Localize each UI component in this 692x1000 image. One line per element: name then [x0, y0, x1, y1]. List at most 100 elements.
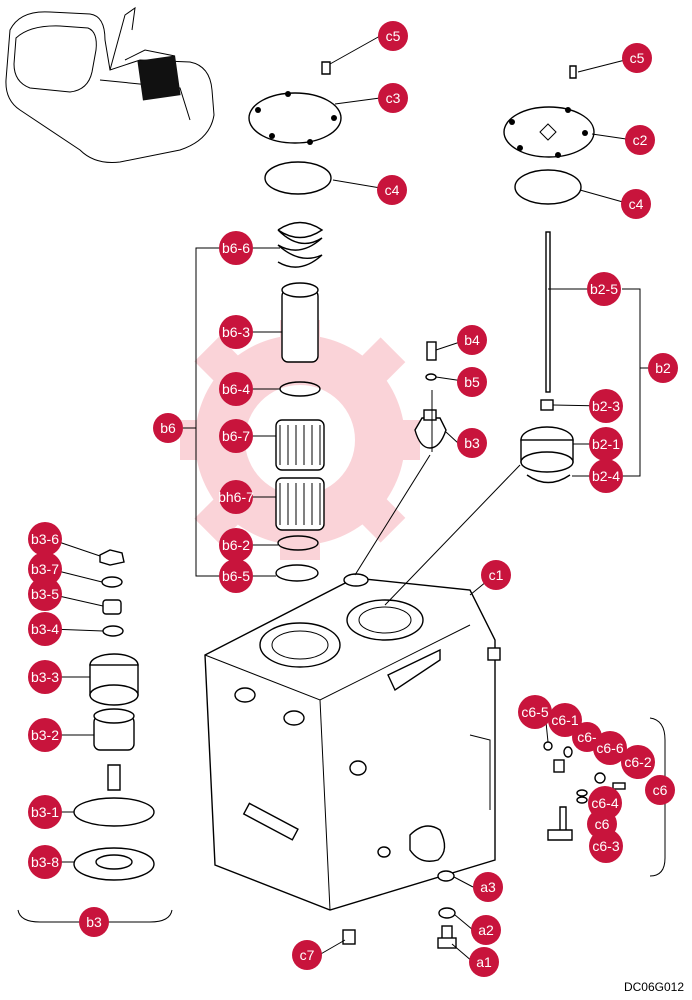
callout-c6-2: c6-2 — [621, 745, 655, 779]
callout-label: c6 — [595, 816, 610, 832]
callout-badge — [28, 845, 62, 879]
callout-b3-6: b3-6 — [28, 522, 62, 556]
callout-label: c5 — [386, 28, 401, 44]
callout-label: b6-4 — [222, 381, 250, 397]
callout-label: c3 — [386, 90, 401, 106]
callout-label: b3-8 — [31, 854, 59, 870]
callout-a2: a2 — [471, 915, 501, 945]
callout-badge — [589, 829, 623, 863]
callout-badge — [28, 552, 62, 586]
callout-b6-2: b6-2 — [219, 528, 253, 562]
callout-b2-5: b2-5 — [587, 272, 621, 306]
callout-c2: c2 — [625, 125, 655, 155]
callout-label: c6- — [577, 729, 597, 745]
callout-badge — [219, 372, 253, 406]
callout-label: b6-5 — [222, 568, 250, 584]
callout-badge — [648, 353, 678, 383]
cover-left — [248, 61, 342, 195]
callout-c6-5: c6-5 — [518, 695, 552, 729]
callout-label: b3-3 — [31, 669, 59, 685]
callout-label: b3-4 — [31, 621, 59, 637]
callout-badge — [471, 915, 501, 945]
callout-group: c5 c3 c4 c5 c2 c4 b6-6 b6-3 b6-4 b6 b6-7 bh6-7 b6-2 b… — [28, 21, 678, 977]
callout-badge — [593, 731, 627, 765]
callout-label: c1 — [489, 567, 504, 583]
callout-label: c6-1 — [551, 712, 578, 728]
callout-label: c6-5 — [521, 704, 548, 720]
callout-c6-3: c6-3 — [589, 829, 623, 863]
callout-badge — [457, 325, 487, 355]
callout-b3-group: b3 — [79, 907, 109, 937]
callout-b3-top: b3 — [457, 428, 487, 458]
callout-badge — [28, 718, 62, 752]
callout-badge — [518, 695, 552, 729]
callout-label: c6-3 — [592, 838, 619, 854]
callout-label: c2 — [633, 132, 648, 148]
callout-badge — [28, 795, 62, 829]
callout-label: b2-1 — [592, 436, 620, 452]
callout-c4-a: c4 — [377, 175, 407, 205]
callout-b3-5: b3-5 — [28, 577, 62, 611]
callout-b6-4: b6-4 — [219, 372, 253, 406]
callout-label: b2-4 — [592, 468, 620, 484]
fittings-c6 — [543, 717, 666, 877]
callout-badge — [219, 528, 253, 562]
callout-badge — [28, 577, 62, 611]
callout-b4: b4 — [457, 325, 487, 355]
callout-badge — [625, 125, 655, 155]
callout-c5-a: c5 — [378, 21, 408, 51]
callout-b5: b5 — [457, 367, 487, 397]
callout-badge — [79, 907, 109, 937]
callout-label: c6-2 — [624, 754, 651, 770]
callout-badge — [378, 21, 408, 51]
callout-b3-3: b3-3 — [28, 660, 62, 694]
callout-label: b2 — [655, 360, 671, 376]
callout-badge — [377, 175, 407, 205]
callout-label: b3 — [86, 914, 102, 930]
callout-b3-7: b3-7 — [28, 552, 62, 586]
callout-label: b2-5 — [590, 281, 618, 297]
hydraulic-tank-c1 — [204, 573, 501, 911]
callout-label: b3-5 — [31, 586, 59, 602]
callout-label: b5 — [464, 374, 480, 390]
callout-b3-8: b3-8 — [28, 845, 62, 879]
valve-b3 — [414, 341, 447, 449]
callout-badge — [153, 413, 183, 443]
callout-label: c5 — [630, 50, 645, 66]
callout-badge — [457, 367, 487, 397]
filter-assembly-b2 — [520, 231, 574, 484]
callout-label: b6-3 — [222, 324, 250, 340]
callout-c3: c3 — [378, 83, 408, 113]
callout-badge — [219, 419, 253, 453]
callout-label: b6-6 — [222, 240, 250, 256]
callout-a3: a3 — [473, 872, 503, 902]
callout-label: bh6-7 — [218, 489, 254, 505]
callout-badge — [219, 315, 253, 349]
callout-b6: b6 — [153, 413, 183, 443]
callout-badge — [219, 231, 253, 265]
callout-badge — [469, 947, 499, 977]
callout-badge — [457, 428, 487, 458]
callout-b2-1: b2-1 — [589, 427, 623, 461]
callout-c4-b: c4 — [621, 189, 651, 219]
callout-b6-7: b6-7 — [219, 419, 253, 453]
callout-badge — [589, 427, 623, 461]
callout-badge — [548, 703, 582, 737]
cover-right — [503, 65, 595, 205]
callout-label: b3-6 — [31, 531, 59, 547]
callout-label: b6-7 — [222, 428, 250, 444]
callout-badge — [219, 480, 253, 514]
callout-c6: c6 — [645, 775, 675, 805]
filter-stack-b6 — [275, 221, 325, 582]
callout-label: b3-2 — [31, 727, 59, 743]
figure-code: DC06G012 — [623, 980, 684, 994]
callout-c6-6: c6-6 — [593, 731, 627, 765]
callout-label: c4 — [629, 196, 644, 212]
callout-b2-3: b2-3 — [589, 389, 623, 423]
callout-badge — [589, 389, 623, 423]
callout-b6-3: b6-3 — [219, 315, 253, 349]
machine-overview — [5, 6, 215, 163]
valve-exploded-b3 — [17, 549, 173, 923]
callout-c7: c7 — [292, 940, 322, 970]
callout-badge — [622, 43, 652, 73]
